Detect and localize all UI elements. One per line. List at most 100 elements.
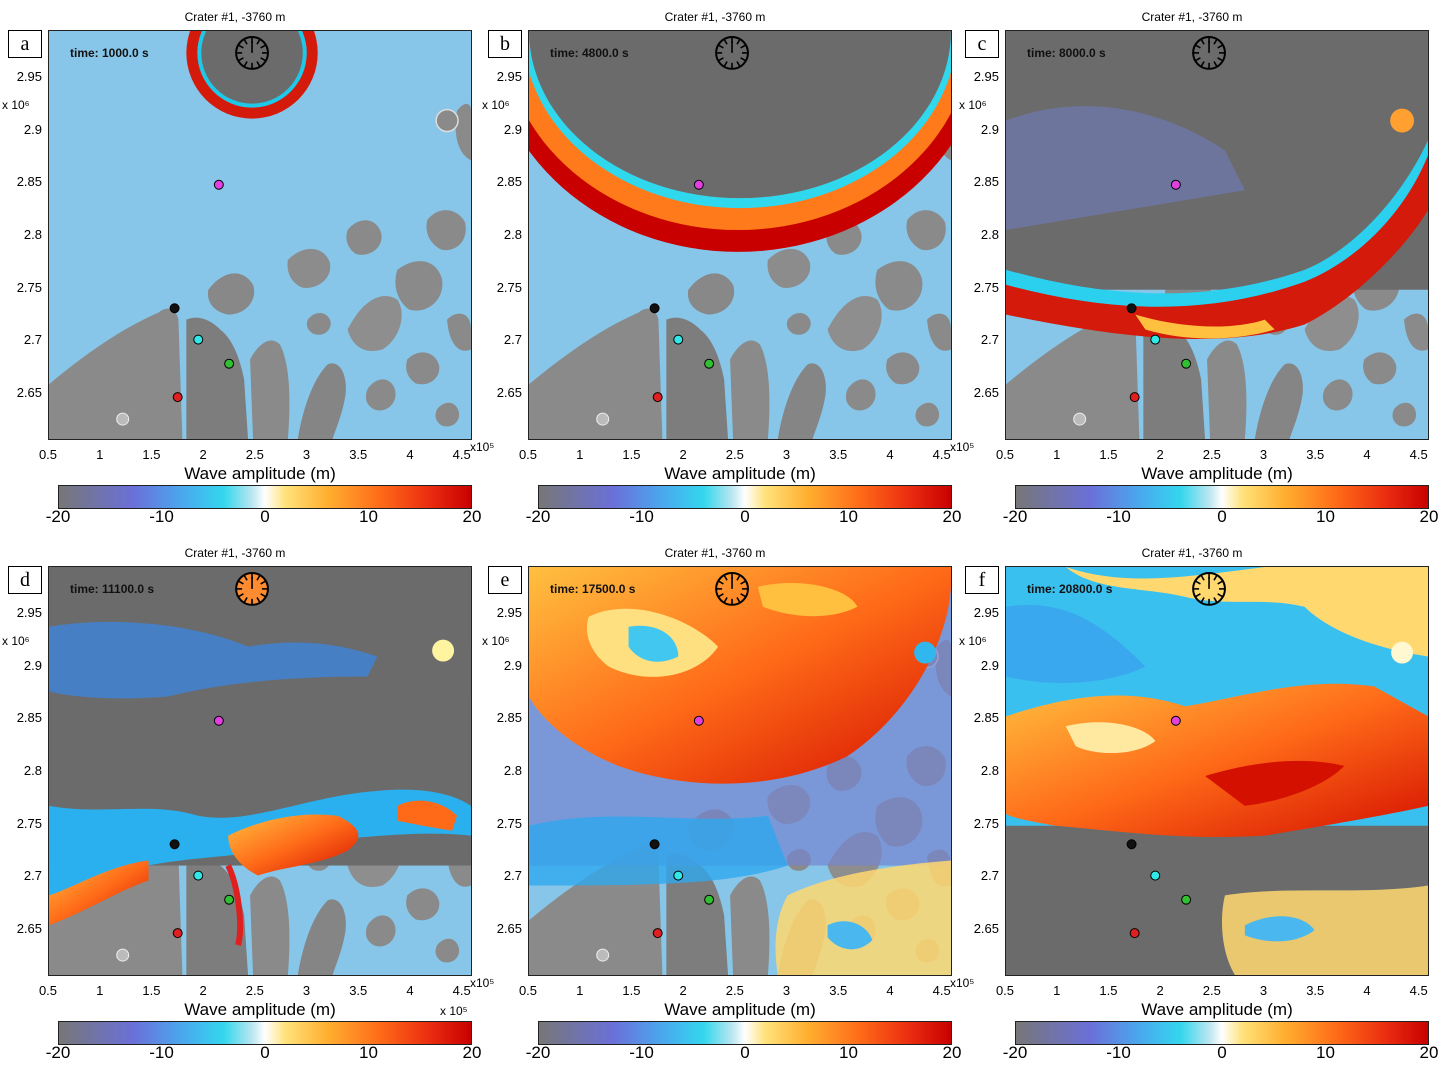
- x-tick-label: 1.5: [622, 447, 641, 462]
- y-axis-exponent: x 10⁶: [482, 634, 510, 648]
- x-tick-label: 4: [886, 983, 894, 998]
- marker-cyan: [193, 870, 204, 881]
- compass-icon: [715, 35, 749, 70]
- marker-pink: [1170, 179, 1181, 190]
- marker-black: [1126, 303, 1137, 314]
- colorbar-tick-label: -10: [149, 1043, 174, 1062]
- map-view: [48, 566, 472, 976]
- panel-title: Crater #1, -3760 m: [664, 10, 766, 24]
- x-tick-label: 2: [1156, 983, 1164, 998]
- wave-map: [49, 31, 471, 439]
- colorbar-tick-label: 20: [1419, 1043, 1439, 1062]
- panel-title: Crater #1, -3760 m: [664, 546, 766, 560]
- compass-icon: [235, 571, 269, 606]
- colorbar-tick-label: 0: [260, 1043, 270, 1062]
- y-tick-label: 2.8: [980, 227, 999, 242]
- y-tick-label: 2.75: [496, 279, 522, 295]
- y-tick-label: 2.95: [973, 605, 999, 621]
- x-tick-label: 4.5: [1409, 447, 1428, 462]
- x-tick-label: 3: [302, 447, 311, 462]
- x-tick-label: 1: [1053, 983, 1061, 998]
- y-tick-label: 2.9: [503, 121, 522, 137]
- panel-title: Crater #1, -3760 m: [184, 10, 286, 24]
- y-tick-label: 2.8: [503, 227, 522, 242]
- y-tick-label: 2.95: [496, 69, 522, 85]
- y-tick-label: 2.65: [496, 920, 522, 936]
- x-tick-label: 3.5: [349, 447, 368, 462]
- panel-title: Crater #1, -3760 m: [1141, 546, 1243, 560]
- x-tick-label: 2.5: [725, 983, 744, 998]
- y-tick-label: 2.75: [496, 815, 522, 831]
- marker-red: [172, 928, 183, 939]
- map-view: [528, 566, 952, 976]
- x-axis-exponent: x10⁵: [950, 976, 975, 990]
- y-tick-label: 2.95: [496, 605, 522, 621]
- x-tick-label: 2: [679, 447, 687, 462]
- marker-cyan: [1150, 334, 1161, 345]
- marker-red: [1129, 392, 1140, 403]
- y-tick-label: 2.7: [980, 868, 999, 884]
- x-tick-label: 1.5: [142, 447, 161, 462]
- panel-letter: d: [8, 566, 42, 594]
- x-tick-label: 4.5: [452, 983, 471, 998]
- map-view: [528, 30, 952, 440]
- x-tick-label: 2.5: [245, 983, 264, 998]
- y-tick-label: 2.75: [16, 815, 42, 831]
- y-axis-exponent: x 10⁶: [959, 634, 987, 648]
- y-tick-label: 2.75: [973, 279, 999, 295]
- x-tick-label: 3: [302, 983, 311, 998]
- x-tick-label: 3: [1259, 447, 1268, 462]
- marker-green: [704, 358, 715, 369]
- x-tick-label: 1: [96, 447, 104, 462]
- marker-pink: [213, 715, 224, 726]
- x-axis-label: Wave amplitude (m): [664, 1000, 816, 1019]
- x-tick-label: 0.5: [995, 447, 1015, 462]
- x-tick-label: 1.5: [1099, 983, 1118, 998]
- y-tick-label: 2.65: [16, 384, 42, 400]
- marker-group: [649, 715, 715, 939]
- x-tick-label: 4.5: [1409, 983, 1428, 998]
- y-tick-label: 2.75: [973, 815, 999, 831]
- time-label: time: 20800.0 s: [1027, 582, 1113, 596]
- colorbar-tick-label: -20: [45, 1043, 71, 1062]
- colorbar-tick-label: 0: [1217, 507, 1227, 526]
- y-tick-label: 2.9: [23, 657, 42, 673]
- x-tick-label: 3: [782, 983, 791, 998]
- colorbar-tick-label: -10: [629, 1043, 654, 1062]
- panel-a: Crater #1, -3760 m: [0, 0, 494, 530]
- marker-green: [224, 358, 235, 369]
- x-axis-label: Wave amplitude (m): [664, 464, 816, 483]
- x-tick-label: 3.5: [1306, 983, 1325, 998]
- panel-title: Crater #1, -3760 m: [184, 546, 286, 560]
- x-axis-exponent: x10⁵: [470, 440, 495, 454]
- colorbar-tick-label: 20: [942, 1043, 962, 1062]
- colorbar: [58, 1021, 472, 1045]
- y-tick-label: 2.8: [23, 763, 42, 778]
- marker-black: [649, 303, 660, 314]
- marker-pink: [213, 179, 224, 190]
- panel-letter: a: [8, 30, 42, 58]
- panel-letter: c: [965, 30, 999, 58]
- x-tick-label: 1: [96, 983, 104, 998]
- y-tick-label: 2.7: [23, 332, 42, 348]
- time-label: time: 1000.0 s: [70, 46, 149, 60]
- panel-c: Crater #1, -3760 m: [957, 0, 1438, 530]
- panel-f: Crater #1, -3760 m: [957, 536, 1438, 1066]
- x-tick-label: 2.5: [245, 447, 264, 462]
- y-tick-label: 2.7: [503, 868, 522, 884]
- colorbar-tick-label: 10: [1316, 1043, 1335, 1062]
- colorbar-tick-label: 20: [462, 507, 482, 526]
- compass-icon: [1192, 35, 1226, 70]
- marker-green: [224, 894, 235, 905]
- marker-black: [169, 839, 180, 850]
- y-tick-label: 2.65: [16, 920, 42, 936]
- x-tick-label: 0.5: [38, 983, 58, 998]
- marker-group: [1126, 715, 1192, 939]
- marker-black: [649, 839, 660, 850]
- x-tick-label: 1.5: [142, 983, 161, 998]
- map-view: [1005, 30, 1429, 440]
- y-tick-label: 2.7: [23, 868, 42, 884]
- colorbar-tick-label: 20: [1419, 507, 1439, 526]
- x-tick-label: 4.5: [932, 983, 951, 998]
- compass-icon: [1192, 571, 1226, 606]
